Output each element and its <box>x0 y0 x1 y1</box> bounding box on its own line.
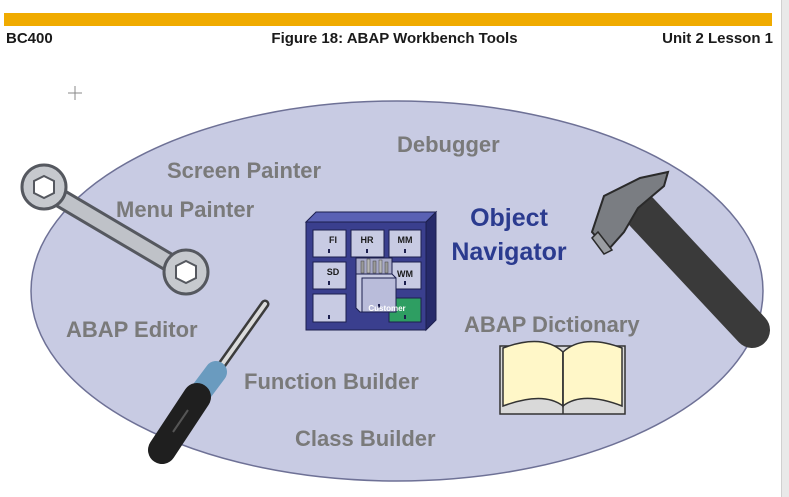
tool-label-function-builder: Function Builder <box>244 369 419 394</box>
drawer-label-customer: Customer <box>368 304 405 313</box>
course-code: BC400 <box>6 30 53 47</box>
tool-label-screen-painter: Screen Painter <box>167 158 322 183</box>
tool-label-debugger: Debugger <box>397 132 500 157</box>
tool-label-menu-painter: Menu Painter <box>116 197 255 222</box>
figure-title: Figure 18: ABAP Workbench Tools <box>271 30 518 47</box>
tool-label-abap-editor: ABAP Editor <box>66 317 198 342</box>
object-navigator-line-1: Object <box>470 204 548 232</box>
drawer-label-fi: FI <box>329 235 337 245</box>
wrench-icon <box>20 163 210 296</box>
drawer-label-wm: WM <box>397 269 413 279</box>
filing-cabinet-icon: FI HR MM SD WM Customer <box>304 210 438 332</box>
brand-bar <box>4 13 772 26</box>
tool-label-class-builder: Class Builder <box>295 426 436 451</box>
window-edge <box>781 0 789 497</box>
object-navigator-line-2: Navigator <box>451 238 567 266</box>
book-icon <box>499 340 626 415</box>
drawer-label-sd: SD <box>327 267 340 277</box>
unit-lesson: Unit 2 Lesson 1 <box>662 30 773 47</box>
drawer-label-hr: HR <box>361 235 374 245</box>
tool-label-object-navigator: Object Navigator <box>443 201 575 269</box>
tool-label-abap-dictionary: ABAP Dictionary <box>464 312 640 337</box>
drawer-label-mm: MM <box>398 235 413 245</box>
screwdriver-icon <box>148 299 270 464</box>
hammer-icon <box>590 170 770 348</box>
cursor-crosshair-icon <box>68 86 82 100</box>
